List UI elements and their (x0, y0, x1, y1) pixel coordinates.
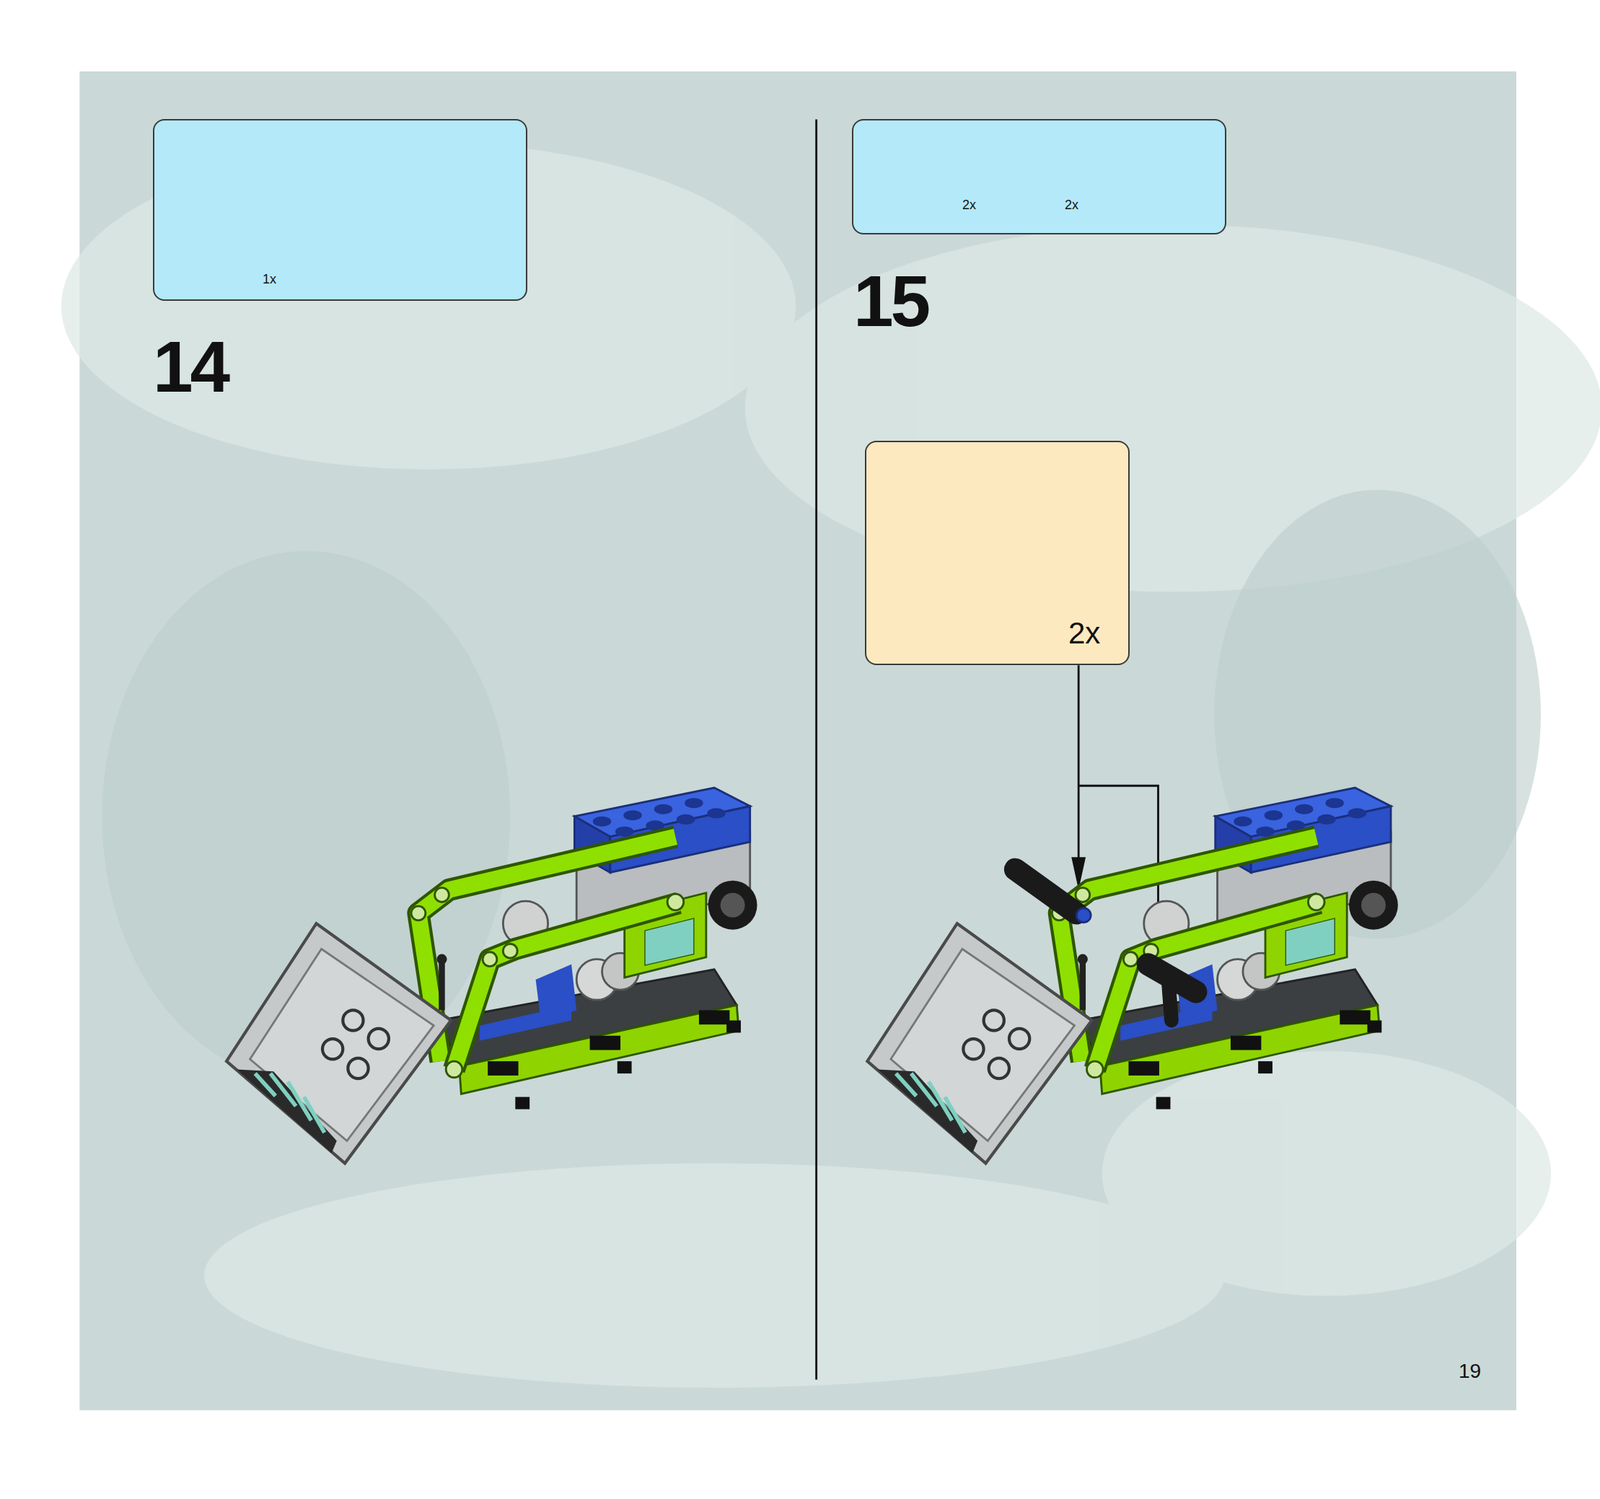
step-number: 14 (152, 330, 228, 403)
quantity-label: 2x (1064, 198, 1079, 212)
sub-assembly-box: 2x (864, 440, 1130, 666)
quantity-label: 1x (262, 272, 277, 286)
parts-callout-box: 2x 2x (851, 119, 1227, 235)
page-number: 19 (1458, 1361, 1481, 1382)
step-number: 15 (853, 264, 928, 337)
quantity-label: 2x (962, 198, 977, 212)
parts-callout-box: 1x (152, 119, 528, 301)
quantity-label: 2x (1068, 618, 1101, 649)
